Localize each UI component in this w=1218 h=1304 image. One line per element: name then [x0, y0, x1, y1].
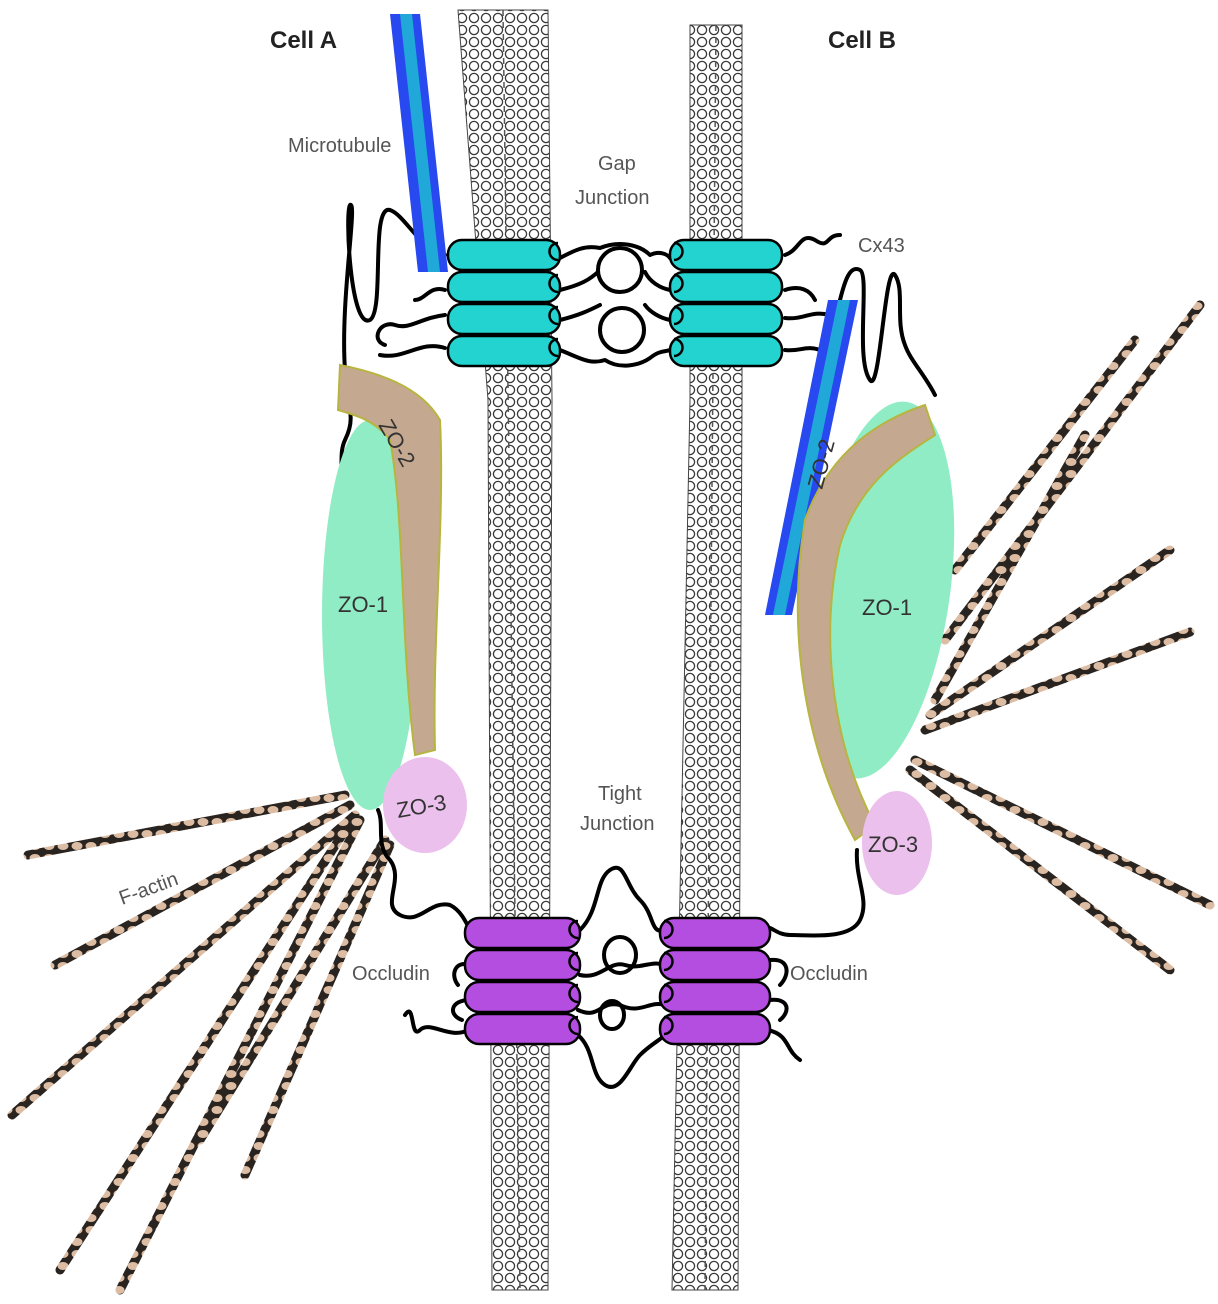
occludin-cylinders-left [465, 918, 580, 1044]
microtubule-label: Microtubule [288, 135, 391, 157]
cx43-label: Cx43 [858, 235, 905, 257]
zo3-right-label: ZO-3 [868, 832, 918, 857]
zo1-left-label: ZO-1 [338, 592, 388, 617]
gap-junction-channels [598, 248, 644, 352]
connexin-cylinders-right [670, 240, 782, 366]
gap-junction-label-line1: Gap [598, 153, 636, 175]
zo1-right-label: ZO-1 [862, 595, 912, 620]
membrane-right [672, 25, 742, 1290]
microtubule-left [390, 14, 448, 272]
factin-filaments-left [12, 795, 390, 1290]
occludin-right-label: Occludin [790, 963, 868, 985]
occludin-cylinders-right [660, 918, 770, 1044]
cell-a-label: Cell A [270, 27, 337, 54]
cell-b-label: Cell B [828, 27, 896, 54]
connexin-cylinders-left [448, 240, 560, 366]
occludin-left-label: Occludin [352, 963, 430, 985]
tight-junction-label-line1: Tight [598, 783, 642, 805]
factin-filaments-right [910, 305, 1210, 970]
membrane-left [458, 10, 552, 1290]
tight-junction-label-line2: Junction [580, 813, 655, 835]
gap-junction-label-line2: Junction [575, 187, 650, 209]
